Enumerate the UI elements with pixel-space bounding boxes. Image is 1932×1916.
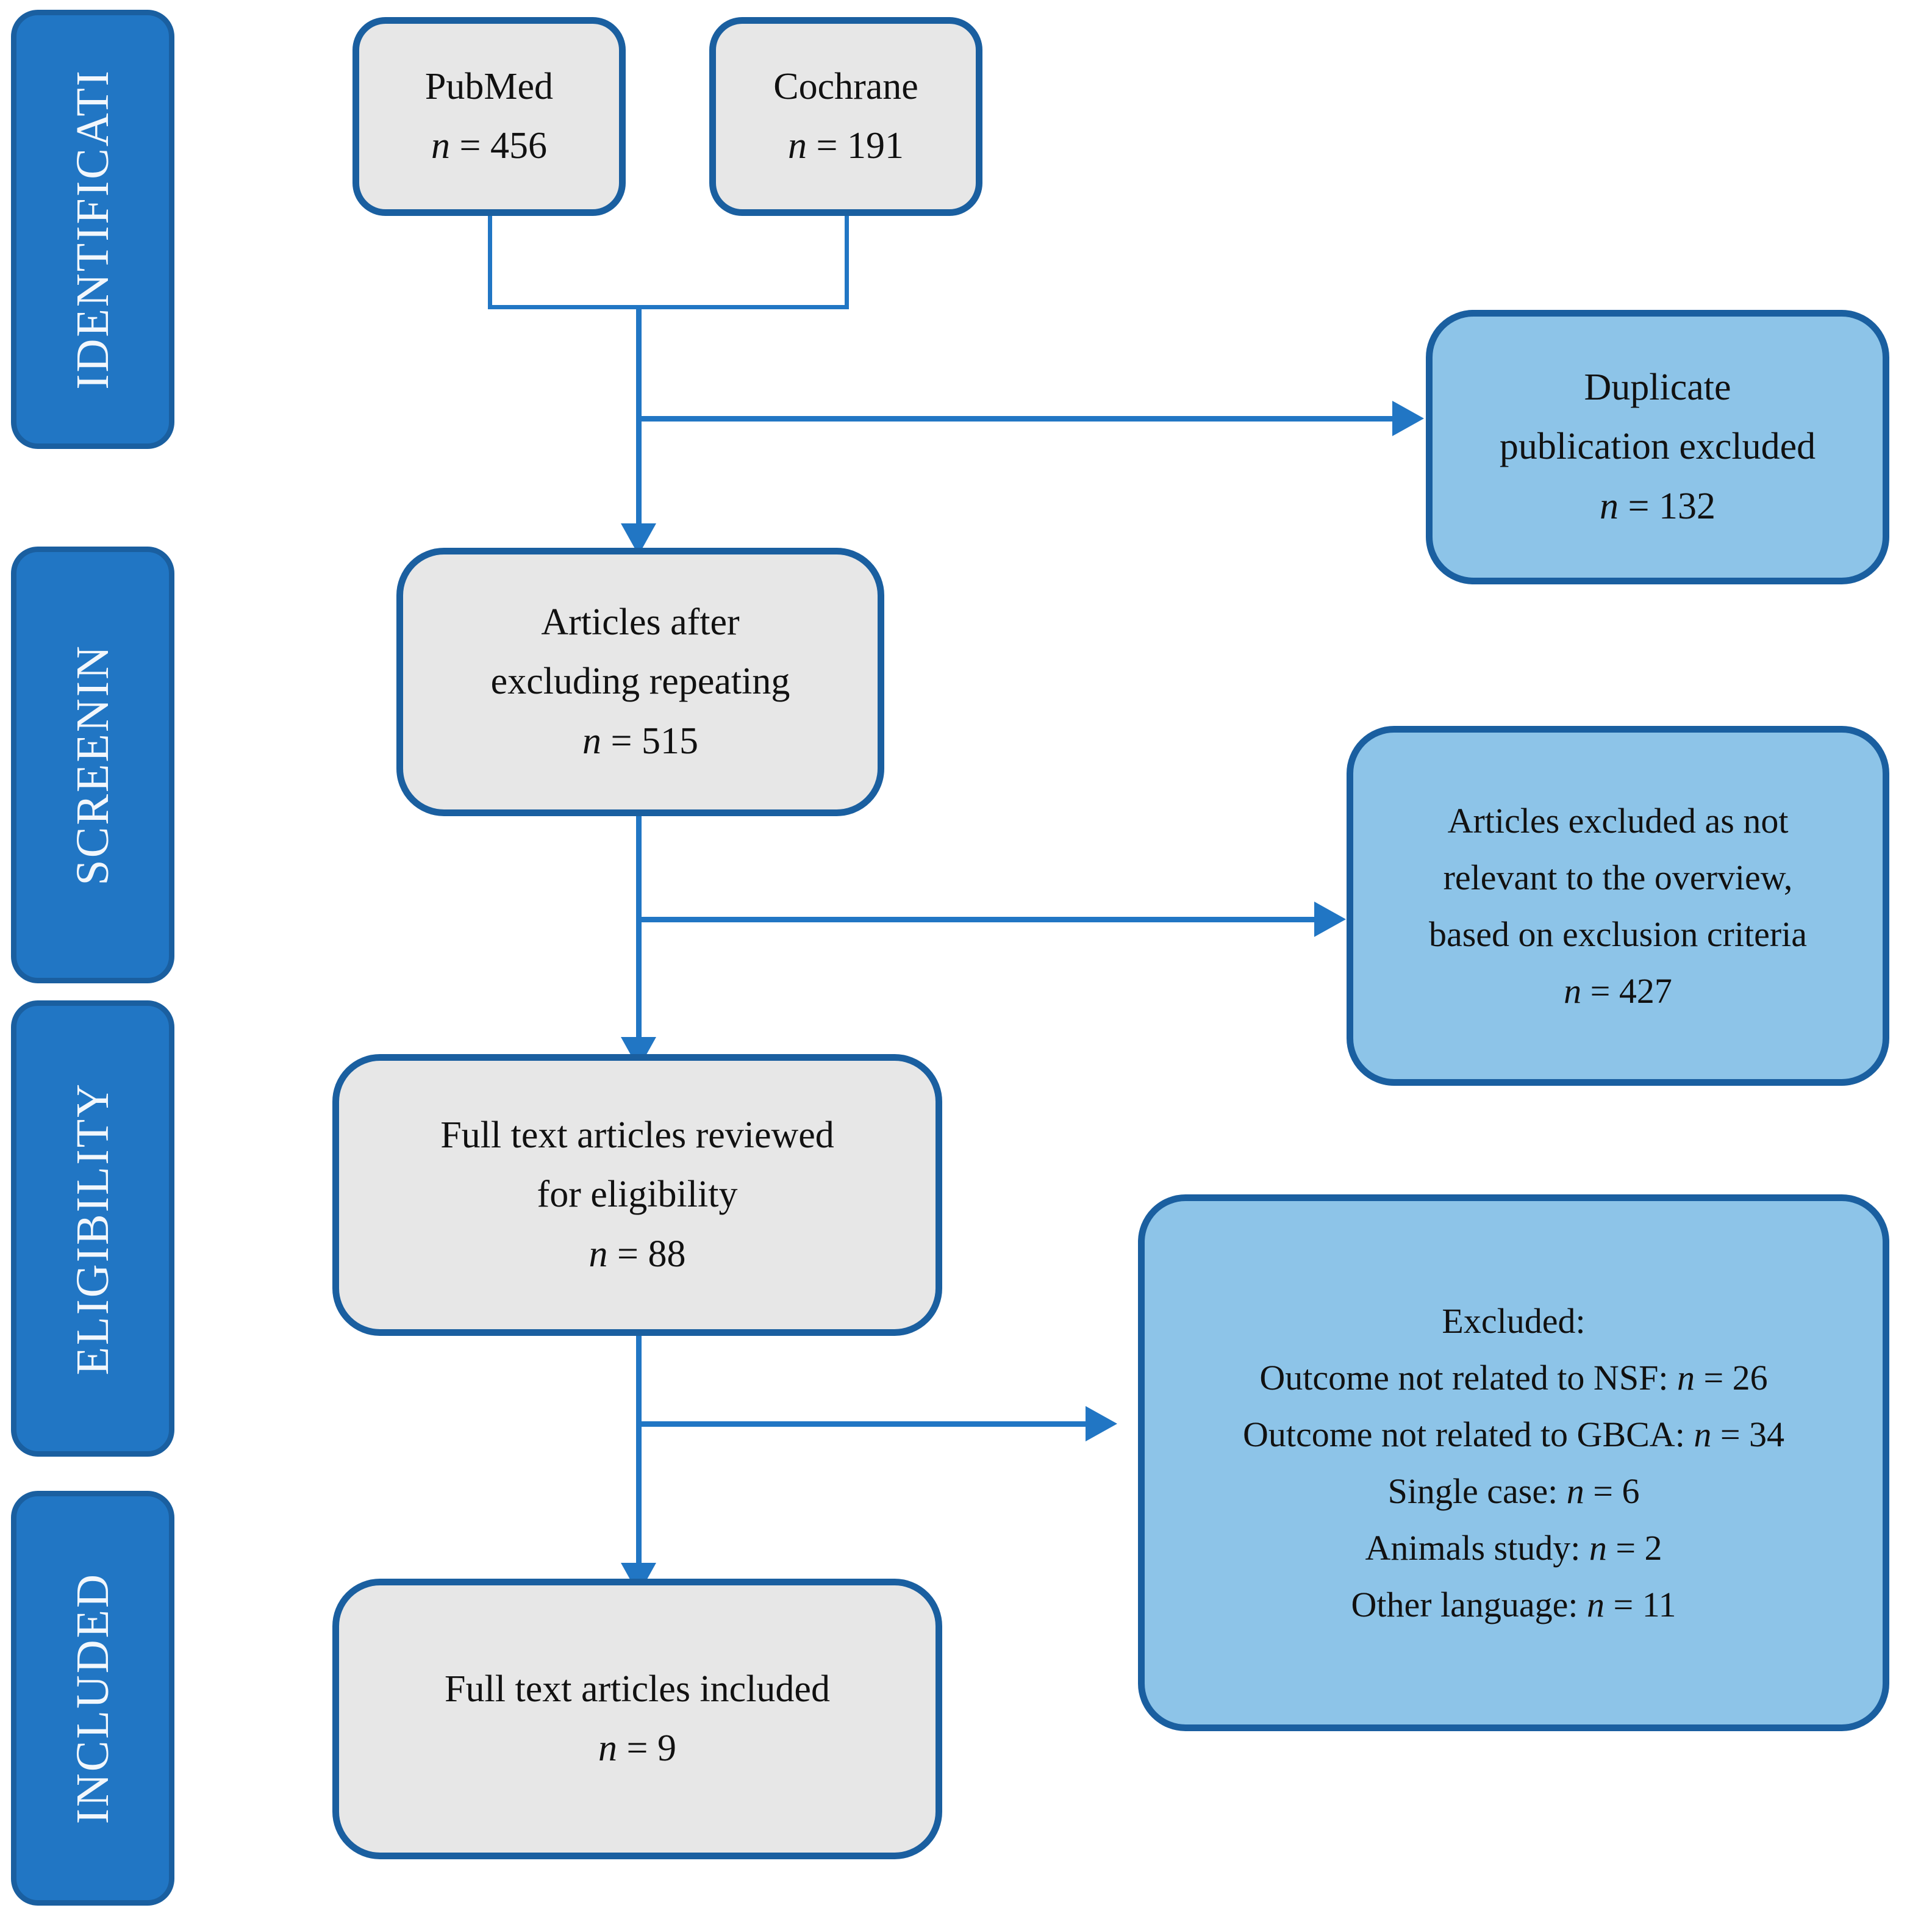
n-symbol: n xyxy=(788,125,807,167)
node-pubmed-title: PubMed xyxy=(424,65,554,107)
count-value: 11 xyxy=(1642,1585,1676,1625)
eq-symbol: = xyxy=(1584,1471,1622,1511)
eq-symbol: = xyxy=(1606,1528,1645,1568)
connector-dedup-to-fulltext xyxy=(636,816,642,1043)
count-value: 2 xyxy=(1644,1528,1662,1568)
node-fulltext-included: Full text articles included n = 9 xyxy=(332,1579,942,1859)
excluded-reason-label: Outcome not related to GBCA: xyxy=(1242,1414,1685,1454)
connector-pubmed-down xyxy=(488,212,492,309)
node-articles-excluded-not-relevant: Articles excluded as not relevant to the… xyxy=(1347,726,1889,1086)
node-cochrane-title: Cochrane xyxy=(773,65,918,107)
count-value: 456 xyxy=(490,125,547,167)
node-fulltext-reviewed-line1: Full text articles reviewed xyxy=(440,1114,834,1157)
node-dedup-line2: excluding repeating xyxy=(490,661,790,703)
excluded-reason-item: Single case: n = 6 xyxy=(1161,1473,1867,1509)
count-value: 515 xyxy=(641,720,698,762)
eq-symbol: = xyxy=(1619,485,1659,527)
stage-label-included: INCLUDED xyxy=(66,1572,118,1825)
count-value: 427 xyxy=(1619,971,1672,1011)
count-value: 6 xyxy=(1622,1471,1640,1511)
node-duplicate-count: n = 132 xyxy=(1448,487,1867,526)
connector-branch-duplicate xyxy=(639,416,1403,422)
count-value: 132 xyxy=(1658,485,1716,527)
arrowhead-to-excluded-reasons xyxy=(1086,1406,1117,1441)
eq-symbol: = xyxy=(1711,1414,1750,1454)
n-symbol: n xyxy=(1676,1357,1695,1398)
excluded-reason-item: Animals study: n = 2 xyxy=(1161,1530,1867,1566)
arrowhead-to-not-relevant-excluded xyxy=(1314,902,1346,937)
connector-branch-excluded-reasons xyxy=(639,1421,1092,1427)
connector-fulltext-to-included xyxy=(636,1333,642,1570)
n-symbol: n xyxy=(1600,485,1619,527)
arrowhead-to-duplicate-excluded xyxy=(1392,401,1424,436)
node-pubmed: PubMed n = 456 xyxy=(352,17,626,216)
node-not-relevant-line3: based on exclusion criteria xyxy=(1428,914,1808,954)
node-fulltext-reviewed-count: n = 88 xyxy=(355,1235,920,1274)
eq-symbol: = xyxy=(807,125,847,167)
node-pubmed-count: n = 456 xyxy=(375,125,603,167)
node-duplicate-publication-excluded: Duplicate publication excluded n = 132 xyxy=(1426,310,1889,584)
stage-pill-eligibility: ELIGIBILITY xyxy=(11,1000,174,1457)
n-symbol: n xyxy=(589,1233,608,1275)
node-fulltext-included-count: n = 9 xyxy=(355,1729,920,1768)
node-cochrane: Cochrane n = 191 xyxy=(709,17,982,216)
eq-symbol: = xyxy=(607,1233,648,1275)
node-not-relevant-line1: Articles excluded as not xyxy=(1447,800,1789,841)
stage-pill-screening: SCREENIN xyxy=(11,547,174,983)
stage-pill-included: INCLUDED xyxy=(11,1491,174,1906)
count-value: 34 xyxy=(1749,1414,1785,1454)
count-value: 26 xyxy=(1732,1357,1768,1398)
connector-sources-join xyxy=(488,305,849,309)
stage-label-identification: IDENTIFICATI xyxy=(66,69,118,390)
node-fulltext-reviewed-line2: for eligibility xyxy=(537,1174,738,1216)
n-symbol: n xyxy=(1589,1528,1607,1568)
excluded-reason-item: Other language: n = 11 xyxy=(1161,1587,1867,1623)
node-cochrane-count: n = 191 xyxy=(732,125,960,167)
n-symbol: n xyxy=(1564,971,1582,1011)
n-symbol: n xyxy=(431,125,451,167)
eq-symbol: = xyxy=(450,125,490,167)
connector-cochrane-down xyxy=(845,212,849,309)
count-value: 9 xyxy=(657,1728,676,1769)
count-value: 88 xyxy=(648,1233,686,1275)
node-fulltext-included-line1: Full text articles included xyxy=(445,1668,830,1710)
excluded-reason-item: Outcome not related to GBCA: n = 34 xyxy=(1161,1416,1867,1452)
eq-symbol: = xyxy=(601,720,642,762)
n-symbol: n xyxy=(1586,1585,1605,1625)
n-symbol: n xyxy=(1566,1471,1584,1511)
stage-pill-identification: IDENTIFICATI xyxy=(11,10,174,449)
excluded-reason-item: Outcome not related to NSF: n = 26 xyxy=(1161,1360,1867,1396)
excluded-reason-label: Animals study: xyxy=(1365,1528,1581,1568)
n-symbol: n xyxy=(582,720,602,762)
node-excluded-heading: Excluded: xyxy=(1442,1301,1586,1341)
node-dedup-line1: Articles after xyxy=(541,601,740,644)
count-value: 191 xyxy=(846,125,904,167)
node-fulltext-reviewed-for-eligibility: Full text articles reviewed for eligibil… xyxy=(332,1054,942,1336)
node-not-relevant-count: n = 427 xyxy=(1369,973,1867,1009)
excluded-reason-label: Outcome not related to NSF: xyxy=(1259,1357,1669,1398)
eq-symbol: = xyxy=(1581,971,1619,1011)
stage-label-eligibility: ELIGIBILITY xyxy=(66,1082,118,1376)
node-excluded-reasons: Excluded: Outcome not related to NSF: n … xyxy=(1138,1194,1889,1731)
node-dedup-count: n = 515 xyxy=(419,722,862,761)
eq-symbol: = xyxy=(1694,1357,1733,1398)
connector-branch-not-relevant xyxy=(639,917,1325,922)
node-duplicate-line1: Duplicate xyxy=(1584,367,1731,409)
node-duplicate-line2: publication excluded xyxy=(1499,426,1816,468)
excluded-reason-label: Single case: xyxy=(1387,1471,1558,1511)
excluded-reason-label: Other language: xyxy=(1351,1585,1578,1625)
node-articles-after-excluding-repeating: Articles after excluding repeating n = 5… xyxy=(396,548,884,816)
node-not-relevant-line2: relevant to the overview, xyxy=(1443,857,1793,897)
eq-symbol: = xyxy=(617,1728,657,1769)
stage-label-screening: SCREENIN xyxy=(66,644,118,886)
n-symbol: n xyxy=(1694,1414,1712,1454)
eq-symbol: = xyxy=(1604,1585,1642,1625)
n-symbol: n xyxy=(598,1728,618,1769)
